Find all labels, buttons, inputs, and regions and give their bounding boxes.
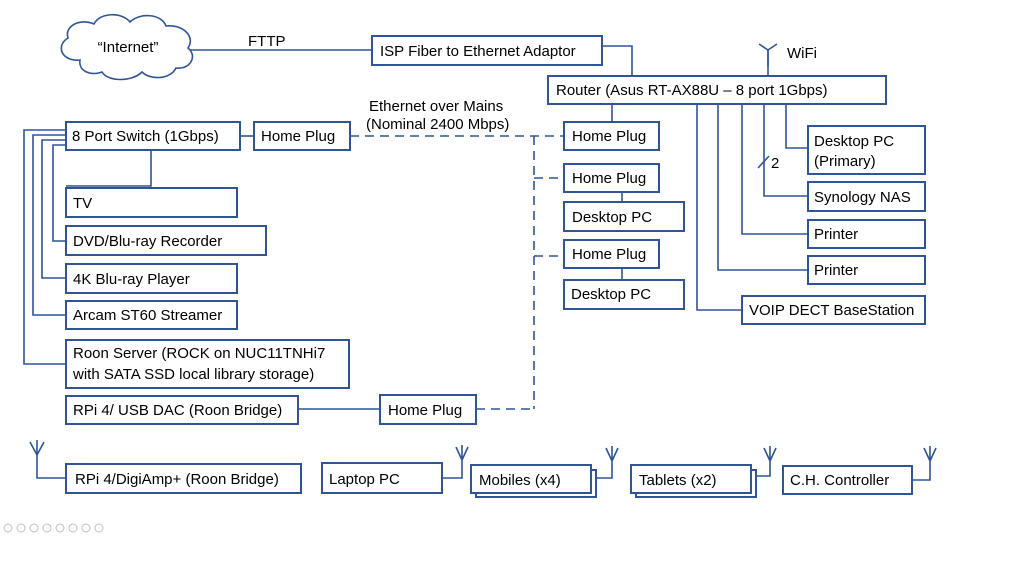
tablets-box: Tablets (x2) — [630, 464, 757, 498]
rpi-digiamp-box: RPi 4/DigiAmp+ (Roon Bridge) — [65, 463, 302, 494]
toolbar-camera-icon[interactable] — [81, 523, 91, 533]
internet-cloud: “Internet” — [60, 13, 194, 81]
switch-dvd-link — [52, 144, 66, 242]
svg-text:Printer: Printer — [814, 226, 858, 243]
toolbar-zoom-icon[interactable] — [55, 523, 65, 533]
synology-nas-box: Synology NAS — [807, 181, 926, 212]
toolbar-prev-icon[interactable] — [3, 523, 13, 533]
fttp-label: FTTP — [248, 33, 286, 50]
toolbar-slides-icon[interactable] — [42, 523, 52, 533]
svg-text:Router (Asus RT-AX88U – 8 port: Router (Asus RT-AX88U – 8 port 1Gbps) — [556, 82, 828, 99]
device-boxes: ISP Fiber to Ethernet Adaptor Router (As… — [65, 35, 926, 498]
svg-text:Printer: Printer — [814, 262, 858, 279]
connections — [23, 45, 808, 410]
mains-connections — [350, 135, 564, 410]
router-printer1-link — [741, 104, 808, 235]
svg-text:Desktop PC: Desktop PC — [572, 209, 652, 226]
svg-text:TV: TV — [73, 195, 92, 212]
svg-text:Laptop PC: Laptop PC — [329, 471, 400, 488]
router-antenna-icon — [758, 43, 778, 66]
toolbar-more-icon[interactable] — [94, 523, 104, 533]
svg-text:4K Blu-ray Player: 4K Blu-ray Player — [73, 271, 190, 288]
bluray-player-box: 4K Blu-ray Player — [65, 263, 238, 294]
dvd-recorder-box: DVD/Blu-ray Recorder — [65, 225, 267, 256]
toolbar-next-icon[interactable] — [16, 523, 26, 533]
nas-link-count: 2 — [771, 155, 779, 172]
router-printer2-link — [717, 104, 808, 271]
switch-roon-server-link — [23, 129, 66, 365]
nas-link-slash — [757, 155, 770, 169]
isp-adaptor-box: ISP Fiber to Ethernet Adaptor — [371, 35, 603, 66]
mobiles-box: Mobiles (x4) — [470, 464, 597, 498]
rpi-digiamp-antenna-icon — [29, 440, 66, 479]
home-plug-router-box: Home Plug — [563, 121, 660, 151]
svg-text:Tablets (x2): Tablets (x2) — [639, 472, 717, 489]
home-plug-bottom-box: Home Plug — [379, 394, 477, 425]
svg-text:Desktop PC: Desktop PC — [571, 286, 651, 303]
printer-2-box: Printer — [807, 255, 926, 285]
toolbar-pen-icon[interactable] — [29, 523, 39, 533]
svg-text:ISP Fiber to Ethernet Adaptor: ISP Fiber to Ethernet Adaptor — [380, 43, 576, 60]
toolbar-subtitle-icon[interactable] — [68, 523, 78, 533]
home-plug-left-box: Home Plug — [253, 121, 351, 151]
tv-box: TV — [65, 187, 238, 218]
router-box: Router (Asus RT-AX88U – 8 port 1Gbps) — [547, 75, 887, 105]
mobiles-antenna-icon — [596, 446, 619, 479]
svg-text:with SATA SSD local library st: with SATA SSD local library storage) — [72, 366, 314, 383]
desktop-primary-box: Desktop PC (Primary) — [807, 125, 926, 175]
ethernet-mains-speed-label: (Nominal 2400 Mbps) — [366, 116, 509, 133]
svg-text:Home Plug: Home Plug — [572, 128, 646, 145]
svg-text:Synology NAS: Synology NAS — [814, 189, 911, 206]
isp-router-link — [602, 45, 633, 76]
ethernet-mains-label: Ethernet over Mains — [369, 98, 503, 115]
svg-text:C.H. Controller: C.H. Controller — [790, 472, 889, 489]
svg-text:Desktop PC: Desktop PC — [814, 133, 894, 150]
antennas — [29, 43, 937, 481]
wifi-label: WiFi — [787, 45, 817, 62]
ch-controller-antenna-icon — [912, 446, 937, 481]
ch-controller-box: C.H. Controller — [782, 465, 913, 495]
laptop-antenna-icon — [442, 445, 469, 479]
printer-1-box: Printer — [807, 219, 926, 249]
laptop-box: Laptop PC — [321, 462, 443, 494]
svg-text:RPi 4/ USB DAC (Roon Bridge): RPi 4/ USB DAC (Roon Bridge) — [73, 402, 282, 419]
svg-text:VOIP DECT BaseStation: VOIP DECT BaseStation — [749, 302, 914, 319]
svg-text:8 Port Switch (1Gbps): 8 Port Switch (1Gbps) — [72, 128, 219, 145]
router-nas-link — [763, 104, 808, 197]
svg-text:Home Plug: Home Plug — [261, 128, 335, 145]
router-desktop-primary-link — [785, 104, 808, 149]
svg-text:DVD/Blu-ray Recorder: DVD/Blu-ray Recorder — [73, 233, 222, 250]
switch-box: 8 Port Switch (1Gbps) — [65, 121, 241, 151]
switch-arcam-link — [32, 134, 66, 316]
svg-text:Home Plug: Home Plug — [572, 170, 646, 187]
desktop-pc-1-box: Desktop PC — [563, 201, 685, 232]
svg-text:Roon Server (ROCK on NUC11TNHi: Roon Server (ROCK on NUC11TNHi7 — [73, 345, 325, 362]
switch-bluray-link — [41, 139, 66, 279]
svg-text:RPi 4/DigiAmp+ (Roon Bridge): RPi 4/DigiAmp+ (Roon Bridge) — [75, 471, 279, 488]
switch-tv-link — [66, 150, 152, 187]
slideshow-toolbar[interactable] — [3, 523, 104, 533]
home-plug-3-box: Home Plug — [563, 239, 660, 269]
rpi-usb-dac-box: RPi 4/ USB DAC (Roon Bridge) — [65, 395, 299, 425]
roon-server-box: Roon Server (ROCK on NUC11TNHi7 with SAT… — [65, 339, 350, 389]
internet-label: “Internet” — [98, 39, 159, 56]
home-plug-2-box: Home Plug — [563, 163, 660, 193]
svg-text:(Primary): (Primary) — [814, 153, 876, 170]
desktop-pc-2-box: Desktop PC — [563, 279, 685, 310]
router-voip-link — [696, 104, 742, 311]
svg-text:Mobiles (x4): Mobiles (x4) — [479, 472, 561, 489]
tablets-antenna-icon — [756, 446, 777, 477]
svg-text:Home Plug: Home Plug — [388, 402, 462, 419]
voip-box: VOIP DECT BaseStation — [741, 295, 926, 325]
svg-text:Arcam ST60 Streamer: Arcam ST60 Streamer — [73, 307, 222, 324]
svg-text:Home Plug: Home Plug — [572, 246, 646, 263]
arcam-streamer-box: Arcam ST60 Streamer — [65, 300, 238, 330]
